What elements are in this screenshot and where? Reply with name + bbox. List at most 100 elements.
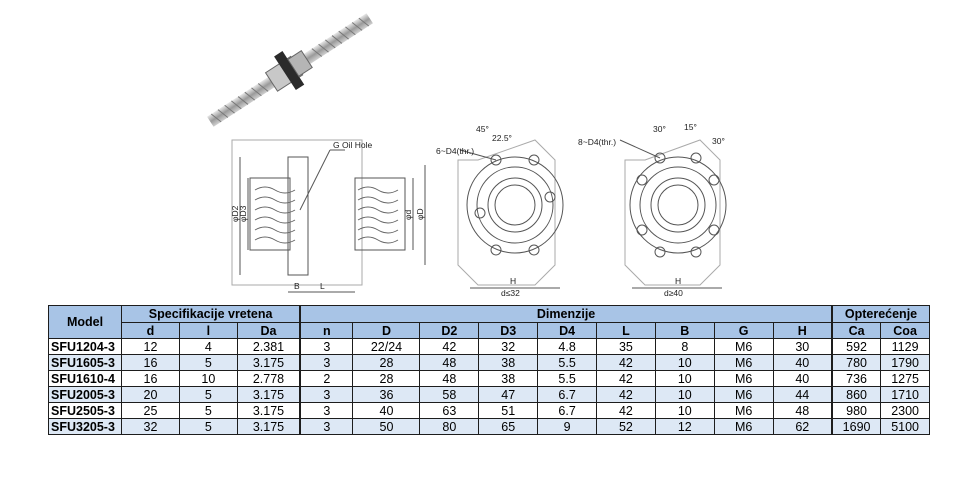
value-cell: 58 [419, 386, 480, 403]
value-cell: 3 [299, 386, 354, 403]
value-cell: 80 [419, 418, 480, 435]
value-cell: 3 [299, 418, 354, 435]
value-cell: 10 [654, 354, 715, 371]
value-cell: 3 [299, 338, 354, 355]
value-cell: 65 [478, 418, 539, 435]
value-cell: 780 [830, 354, 882, 371]
value-cell: 35 [596, 338, 656, 355]
d2-label: φD2 [230, 205, 240, 222]
model-cell: SFU1610-4 [47, 370, 123, 387]
col-header: D3 [478, 322, 539, 339]
value-cell: 4 [178, 338, 238, 355]
value-cell: 3.175 [236, 402, 301, 419]
value-cell: 736 [830, 370, 882, 387]
value-cell: 42 [596, 386, 656, 403]
model-cell: SFU3205-3 [47, 418, 123, 435]
value-cell: 50 [352, 418, 421, 435]
value-cell: 2 [299, 370, 354, 387]
col-header: D4 [537, 322, 598, 339]
model-header: Model [47, 305, 123, 339]
value-cell: 10 [654, 386, 715, 403]
value-cell: 5100 [880, 418, 930, 435]
dimensions-group-header: Dimenzije [299, 305, 833, 323]
angle-30a-label: 30° [653, 124, 666, 134]
value-cell: M6 [713, 370, 774, 387]
value-cell: 44 [772, 386, 833, 403]
col-header: B [654, 322, 715, 339]
col-header: D2 [419, 322, 480, 339]
value-cell: 48 [419, 354, 480, 371]
value-cell: 40 [352, 402, 421, 419]
value-cell: 38 [478, 354, 539, 371]
col-header: n [299, 322, 354, 339]
D-label: φD [415, 208, 425, 220]
load-group-header: Opterećenje [830, 305, 930, 323]
spindle-group-header: Specifikacije vretena [121, 305, 301, 323]
value-cell: 5.5 [537, 370, 598, 387]
col-header: l [178, 322, 238, 339]
value-cell: 30 [772, 338, 833, 355]
value-cell: 42 [419, 338, 480, 355]
value-cell: 4.8 [537, 338, 598, 355]
value-cell: 6.7 [537, 386, 598, 403]
front-view-right [619, 139, 727, 289]
H-right-label: H [675, 276, 681, 286]
value-cell: 1690 [830, 418, 882, 435]
angle-45-label: 45° [476, 124, 489, 134]
value-cell: 3 [299, 354, 354, 371]
value-cell: 5 [178, 354, 238, 371]
value-cell: 47 [478, 386, 539, 403]
value-cell: 28 [352, 354, 421, 371]
value-cell: 10 [654, 402, 715, 419]
value-cell: 10 [178, 370, 238, 387]
six-holes-label: 6~D4(thr.) [436, 146, 474, 156]
d-le-32-label: d≤32 [501, 288, 520, 298]
value-cell: 12 [654, 418, 715, 435]
angle-22-5-label: 22.5° [492, 133, 512, 143]
value-cell: 63 [419, 402, 480, 419]
value-cell: 2.381 [236, 338, 301, 355]
value-cell: 10 [654, 370, 715, 387]
model-cell: SFU1204-3 [47, 338, 123, 355]
L-label: L [320, 281, 325, 291]
value-cell: 38 [478, 370, 539, 387]
value-cell: 9 [537, 418, 598, 435]
spec-table: Model Specifikacije vretena Dimenzije Op… [47, 305, 930, 435]
value-cell: 32 [478, 338, 539, 355]
d3-label: φD3 [238, 205, 248, 222]
value-cell: 51 [478, 402, 539, 419]
value-cell: 2300 [880, 402, 930, 419]
value-cell: 2.778 [236, 370, 301, 387]
angle-15-label: 15° [684, 122, 697, 132]
value-cell: 40 [772, 354, 833, 371]
value-cell: 3.175 [236, 418, 301, 435]
value-cell: 42 [596, 402, 656, 419]
value-cell: 5.5 [537, 354, 598, 371]
col-header: L [596, 322, 656, 339]
eight-holes-label: 8~D4(thr.) [578, 137, 616, 147]
value-cell: 1129 [880, 338, 930, 355]
col-header: Da [236, 322, 301, 339]
B-label: B [294, 281, 300, 291]
value-cell: 22/24 [352, 338, 421, 355]
front-view-left [457, 139, 564, 289]
technical-drawing: G Oil Hole φD2 φD3 φd φD B L 6~D4(thr.) … [207, 13, 727, 298]
d-ge-40-label: d≥40 [664, 288, 683, 298]
value-cell: 42 [596, 370, 656, 387]
value-cell: 12 [121, 338, 180, 355]
value-cell: 40 [772, 370, 833, 387]
side-view-drawing [231, 139, 426, 293]
value-cell: M6 [713, 402, 774, 419]
value-cell: 3.175 [236, 386, 301, 403]
value-cell: 20 [121, 386, 180, 403]
value-cell: 16 [121, 370, 180, 387]
value-cell: 48 [772, 402, 833, 419]
value-cell: 860 [830, 386, 882, 403]
col-header: Ca [830, 322, 882, 339]
d-label: φd [403, 209, 413, 220]
